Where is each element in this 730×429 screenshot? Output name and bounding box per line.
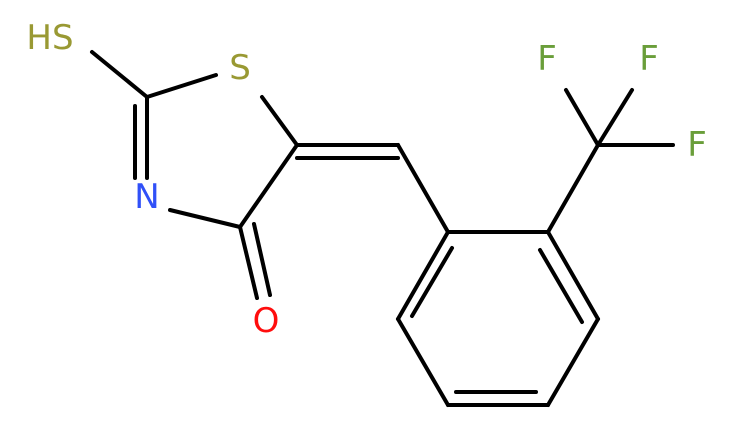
atom-label-sh: HS xyxy=(26,18,73,58)
bond-cf3-f2 xyxy=(596,88,634,147)
bond-cf3-f1 xyxy=(564,88,600,147)
atom-label-s1: S xyxy=(229,48,251,88)
atom-label-n: N xyxy=(134,177,159,217)
bond-ch-c1 xyxy=(396,143,450,234)
atom-label-f2: F xyxy=(639,39,659,79)
bond-sh-c2 xyxy=(90,50,149,99)
bond-c4-c5 xyxy=(238,143,299,229)
bond-n3-c4 xyxy=(168,208,242,229)
atom-labels: HS S N O F F F xyxy=(26,18,706,341)
bond-c4-o xyxy=(238,225,259,300)
atom-label-o: O xyxy=(253,301,280,341)
bond-c4-o-second xyxy=(252,222,272,297)
bond-ring-c6-c1 xyxy=(396,230,450,321)
bond-ring-inner-1 xyxy=(538,248,584,324)
bond-ring-c5-c6 xyxy=(396,317,450,407)
bonds xyxy=(90,50,675,407)
bond-ring-c3-c4 xyxy=(546,317,600,407)
atom-label-f1: F xyxy=(537,39,557,79)
bond-s1-c5 xyxy=(260,95,299,147)
atom-label-f3: F xyxy=(687,125,707,165)
bond-ring-cf3 xyxy=(546,143,600,234)
bond-c2-s1 xyxy=(145,73,218,99)
bond-ring-c2-c3 xyxy=(546,230,600,321)
bond-ring-inner-3 xyxy=(410,246,454,318)
